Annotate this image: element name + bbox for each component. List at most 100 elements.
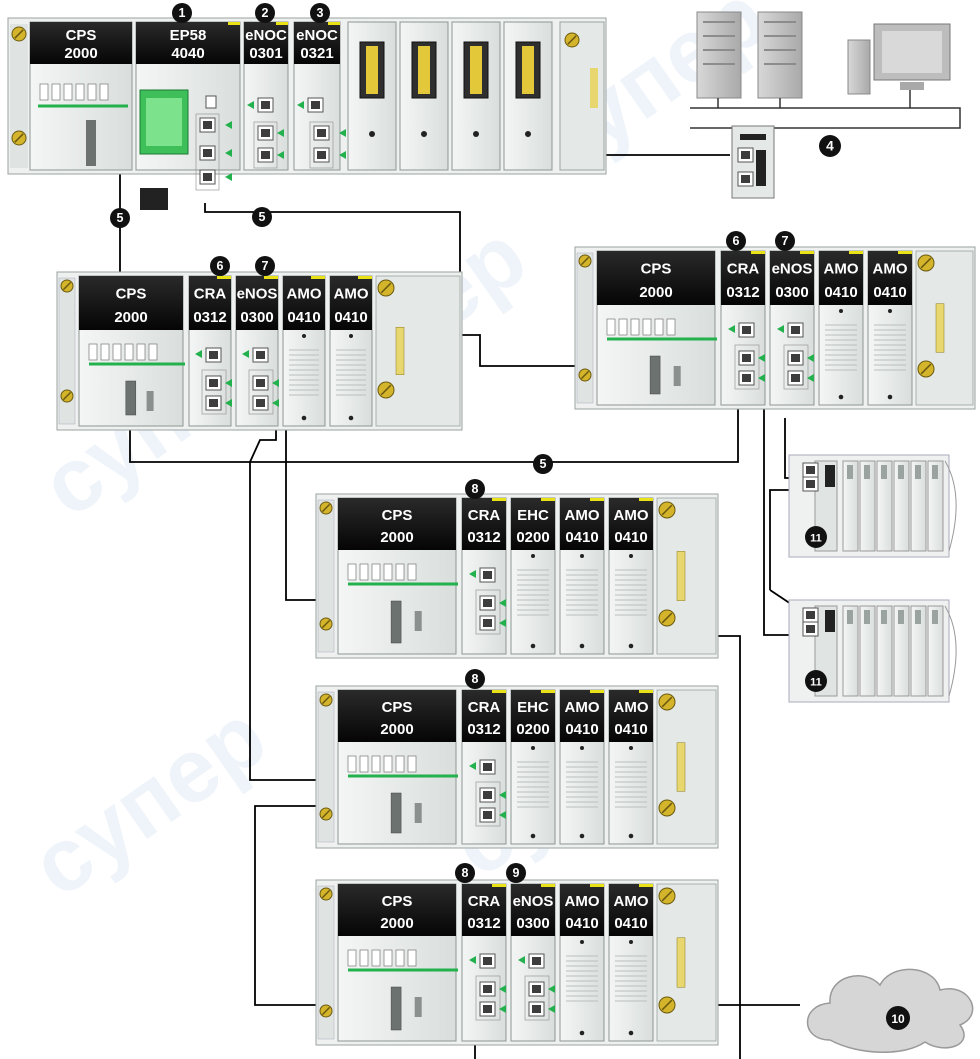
- screw-slot: [380, 384, 392, 396]
- screw-slot: [661, 612, 673, 624]
- module-header-accent: [492, 690, 506, 693]
- terminal-block: [359, 949, 369, 967]
- module-header: [609, 884, 653, 936]
- terminal-block: [347, 563, 357, 581]
- module-screw: [369, 131, 375, 137]
- module-label-top: CRA: [468, 507, 501, 524]
- module-label-bottom: 0410: [565, 529, 598, 546]
- port-group-frame: [524, 975, 550, 1021]
- callout-circle: [255, 256, 275, 276]
- status-led: [580, 940, 584, 944]
- callout-circle: [310, 3, 330, 23]
- cpu-memory-card: [140, 188, 168, 210]
- terminal-block: [395, 755, 405, 773]
- module-header: [560, 884, 604, 936]
- callout-number: 2: [262, 6, 269, 20]
- ethernet-port-socket: [483, 1005, 492, 1013]
- module-label-top: AMO: [565, 699, 600, 716]
- terminal-block: [359, 563, 369, 581]
- module-screw: [473, 131, 479, 137]
- module-label-bottom: 0200: [516, 721, 549, 738]
- ethernet-port-socket: [317, 151, 326, 159]
- terminal-block: [383, 755, 393, 773]
- terminal-block: [87, 83, 97, 101]
- module-label-top: CPS: [641, 261, 672, 278]
- module-header-accent: [639, 884, 653, 887]
- callout-badge-8: 8: [465, 479, 485, 499]
- status-led: [888, 309, 892, 313]
- status-led: [580, 554, 584, 558]
- rack-end-cap: [375, 275, 461, 427]
- island-slice-led: [932, 610, 938, 624]
- module-label-bottom: 0312: [467, 529, 500, 546]
- port-arrow-icon: [469, 570, 476, 578]
- connector-strip: [390, 986, 402, 1031]
- callout-badge-8: 8: [455, 863, 475, 883]
- terminal-block: [606, 318, 616, 336]
- port-arrow-icon: [499, 985, 506, 993]
- screw-slot: [14, 29, 24, 39]
- ethernet-port-socket: [483, 619, 492, 627]
- port-arrow-icon: [225, 399, 232, 407]
- module-screw: [838, 394, 844, 400]
- port-arrow-icon: [758, 374, 765, 382]
- island-slice-led: [932, 465, 938, 479]
- terminal-block: [124, 343, 134, 361]
- port-arrow-icon: [807, 374, 814, 382]
- server-icon: [696, 11, 742, 99]
- fuse-holder: [146, 391, 154, 411]
- callout-badge-4: 4: [819, 135, 841, 157]
- module-header-accent: [492, 884, 506, 887]
- callout-number: 11: [810, 533, 822, 545]
- end-cap-label: [676, 937, 686, 988]
- island-io-slice: [893, 460, 910, 552]
- module-label-bottom: 0312: [726, 284, 759, 301]
- module-cra-0312: CRA 0312: [461, 497, 507, 655]
- module-header: [236, 276, 278, 330]
- ethernet-port-socket: [791, 326, 800, 334]
- module-label-top: eNOS: [513, 893, 554, 910]
- module-label-bottom: 0312: [467, 915, 500, 932]
- module-label-bottom: 0301: [249, 45, 282, 62]
- module-header: [511, 498, 555, 550]
- rack-end-cap: [915, 250, 974, 406]
- screw-slot: [661, 696, 673, 708]
- ethernet-port-socket: [261, 129, 270, 137]
- screw-slot: [661, 802, 673, 814]
- ethernet-port-socket: [261, 151, 270, 159]
- callout-circle: [210, 256, 230, 276]
- module-header: [819, 251, 863, 305]
- port-arrow-icon: [499, 1005, 506, 1013]
- terminal-block: [359, 755, 369, 773]
- port-arrow-icon: [548, 985, 555, 993]
- module-label-top: AMO: [334, 286, 369, 303]
- callout-number: 11: [810, 677, 822, 689]
- module-header-accent: [541, 498, 555, 501]
- io-connector-pins: [366, 46, 378, 94]
- callout-circle: [110, 208, 130, 228]
- module-header-accent: [228, 22, 240, 25]
- module-header: [294, 22, 340, 64]
- callout-number: 5: [540, 457, 547, 471]
- callout-circle: [255, 3, 275, 23]
- callout-circle: [775, 231, 795, 251]
- module-header: [560, 498, 604, 550]
- connector-strip: [390, 792, 402, 834]
- module-header: [244, 22, 288, 64]
- island-end-plate: [944, 605, 957, 697]
- io-connector-pins: [522, 46, 534, 94]
- module-header: [868, 251, 912, 305]
- screw-slot: [321, 1006, 331, 1016]
- callout-circle: [533, 454, 553, 474]
- rack-layer: CPS2000EP584040eNOC0301eNOC0321CPS2000CR…: [7, 17, 976, 1046]
- callout-number: 3: [317, 6, 324, 20]
